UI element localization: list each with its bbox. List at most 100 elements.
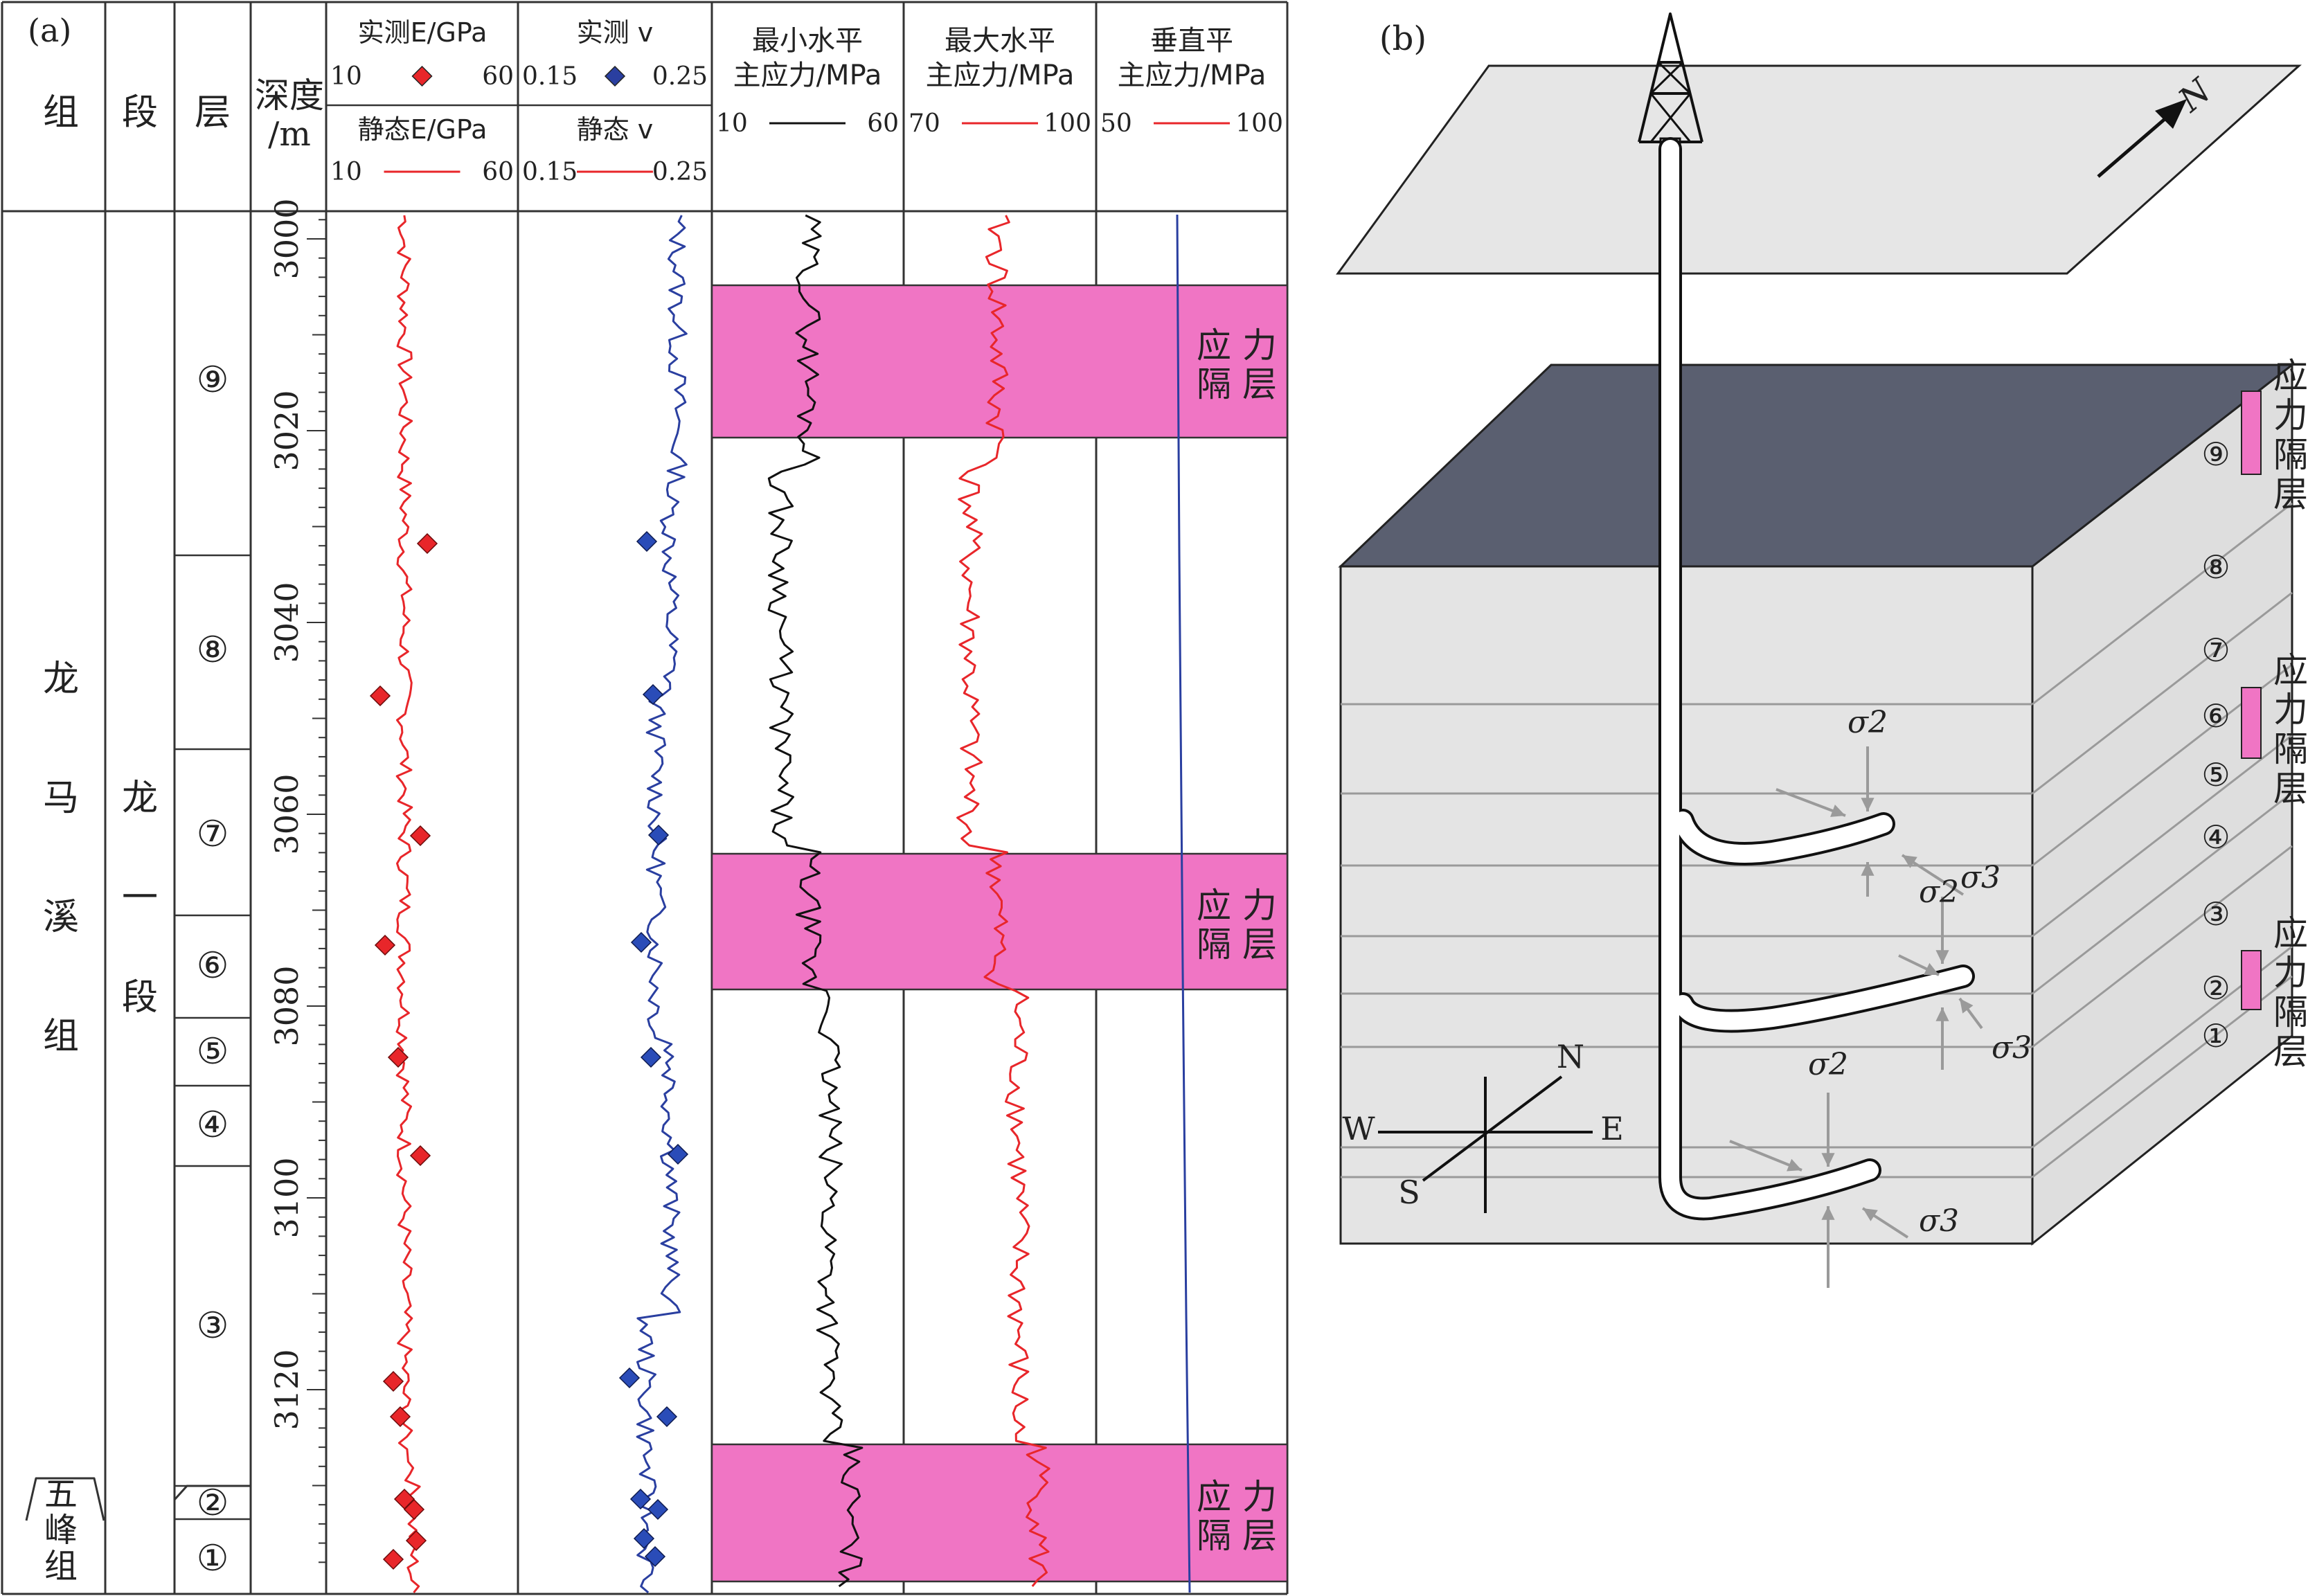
e-measured-scale-max: 60: [482, 62, 514, 91]
side-barrier-marker: [2241, 391, 2262, 475]
shmin-scale-max: 60: [867, 109, 899, 138]
v-static-scale-min: 0.15: [522, 158, 578, 186]
header-v-measured: 实测 v: [577, 17, 654, 48]
sigma2-label: σ2: [1808, 1047, 1848, 1082]
v-measured-point: [633, 1527, 655, 1550]
sigma2-arrow-lower-head: [1935, 1007, 1949, 1021]
e-measured-point: [409, 825, 431, 847]
side-layer-label: ②: [2201, 969, 2230, 1007]
e-measured-point: [405, 1530, 427, 1552]
sigma3-arrow-head: [1924, 962, 1939, 976]
side-barrier-char: 隔: [2273, 435, 2308, 475]
header-sv-unit: 主应力/MPa: [1118, 60, 1267, 91]
member-char: 龙: [122, 778, 158, 819]
e-measured-point: [416, 532, 438, 555]
sigma2-arrow-head: [1861, 798, 1875, 812]
v-static-scale-max: 0.25: [652, 158, 708, 186]
layer-label: ⑦: [197, 814, 229, 855]
sigma3-label: σ3: [1960, 860, 2001, 895]
member-char: 段: [122, 977, 158, 1019]
formation-lower-char: 五: [44, 1475, 78, 1514]
side-barrier-char: 力: [2273, 690, 2308, 730]
compass-east: E: [1600, 1110, 1624, 1147]
ground-surface: [1336, 64, 2302, 275]
v-measured-scale-max: 0.25: [652, 62, 708, 91]
v-measured-point: [647, 824, 670, 846]
e-measured-point: [409, 1145, 431, 1167]
sigma3-arrow-head: [1902, 855, 1917, 868]
wellbore-branch-middle: [1674, 967, 1972, 1030]
v-measured-point: [667, 1143, 689, 1165]
shmin-curve: [767, 214, 864, 1588]
sigma3-arrow-head: [1960, 998, 1974, 1014]
side-barrier-char: 隔: [2273, 992, 2308, 1032]
layer-label: ⑥: [197, 945, 229, 987]
e-measured-scale-min: 10: [330, 62, 362, 91]
e-measured-point: [403, 1498, 425, 1521]
wellbore-branch-upper: [1674, 812, 1893, 863]
side-barrier-char: 应: [2273, 356, 2308, 396]
compass-north: N: [1557, 1038, 1584, 1075]
e-measured-point: [382, 1548, 404, 1570]
depth-tick-label: 3040: [268, 582, 305, 663]
layer-line-side: [2032, 591, 2293, 795]
side-layer-label: ⑧: [2201, 548, 2230, 586]
wellbore: [1658, 137, 1975, 1221]
v-measured-point: [644, 1545, 666, 1568]
depth-tick-label: 3100: [268, 1157, 305, 1238]
derrick-icon: [1638, 12, 1703, 151]
sigma2-arrow-lower-head: [1821, 1206, 1835, 1220]
depth-tick-label: 3120: [268, 1349, 305, 1430]
compass-west: W: [1342, 1110, 1375, 1147]
depth-tick-label: 3000: [268, 198, 305, 279]
layer-label: ③: [197, 1305, 229, 1347]
side-barrier-char: 层: [2273, 474, 2308, 514]
header-shmax: 最大水平: [945, 25, 1055, 57]
derrick-brace: [1649, 93, 1692, 143]
e-static-scale-min: 10: [330, 158, 362, 186]
header-shmin: 最小水平: [752, 25, 863, 57]
sigma3-arrow-head: [1787, 1158, 1802, 1172]
formation-char: 龙: [43, 658, 79, 700]
v-measured-point: [656, 1406, 678, 1428]
sv-scale-min: 50: [1100, 109, 1132, 138]
side-layer-label: ⑥: [2201, 697, 2230, 735]
header-v-static: 静态 v: [577, 114, 654, 145]
formation-lower-char: 峰: [44, 1511, 78, 1550]
formation-char: 组: [43, 1016, 79, 1057]
sigma2-arrow-head: [1935, 950, 1949, 964]
v-measured-point: [642, 683, 664, 706]
layer-line-side: [2032, 502, 2293, 706]
e-measured-point: [369, 685, 391, 707]
header-layer: 层: [195, 92, 231, 134]
header-depth-unit: /m: [268, 115, 311, 154]
header-depth: 深度: [255, 75, 324, 116]
block-top-face: [1338, 364, 2296, 568]
side-barrier-marker: [2241, 687, 2262, 759]
v-measured-point: [630, 931, 652, 953]
depth-tick-label: 3060: [268, 773, 305, 854]
e-measured-scale-marker: [411, 65, 433, 87]
side-barrier-char: 力: [2273, 953, 2308, 993]
v-static-curve: [636, 215, 688, 1594]
header-shmax-unit: 主应力/MPa: [926, 60, 1075, 91]
sv-scale-max: 100: [1235, 109, 1283, 138]
e-measured-point: [382, 1370, 404, 1392]
v-measured-point: [618, 1367, 641, 1389]
formation-lower-char: 组: [44, 1547, 78, 1586]
e-static-curve: [395, 215, 421, 1593]
side-barrier-char: 应: [2273, 650, 2308, 690]
sigma2-label: σ2: [1848, 705, 1888, 740]
layer-label: ②: [197, 1482, 229, 1524]
derrick-brace: [1657, 61, 1692, 95]
layer-line-side: [2032, 734, 2293, 938]
layer-label: ⑧: [197, 629, 229, 671]
depth-tick-label: 3080: [268, 965, 305, 1046]
v-measured-point: [647, 1498, 669, 1521]
barrier-label: 应 力: [1197, 325, 1277, 366]
sv-curve: [1176, 214, 1191, 1593]
e-measured-point: [374, 934, 396, 956]
